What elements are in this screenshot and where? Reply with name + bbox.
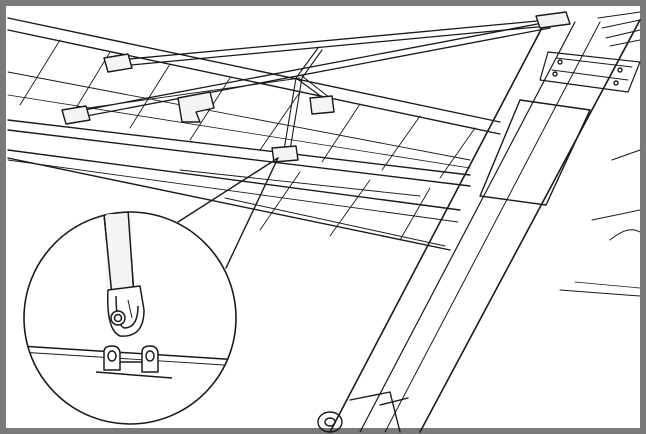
callout-detail (23, 211, 237, 425)
wing-strut-front (117, 19, 549, 67)
clevis (107, 285, 145, 337)
callout-leader-bottom (225, 157, 279, 269)
detail-wing-surface (24, 345, 236, 361)
fuselage (329, 11, 641, 433)
landing-gear-wheel (317, 391, 409, 433)
detail-mounting-tab (95, 345, 173, 379)
wing-strut-rear (73, 21, 551, 119)
callout-leader-top (177, 157, 279, 223)
